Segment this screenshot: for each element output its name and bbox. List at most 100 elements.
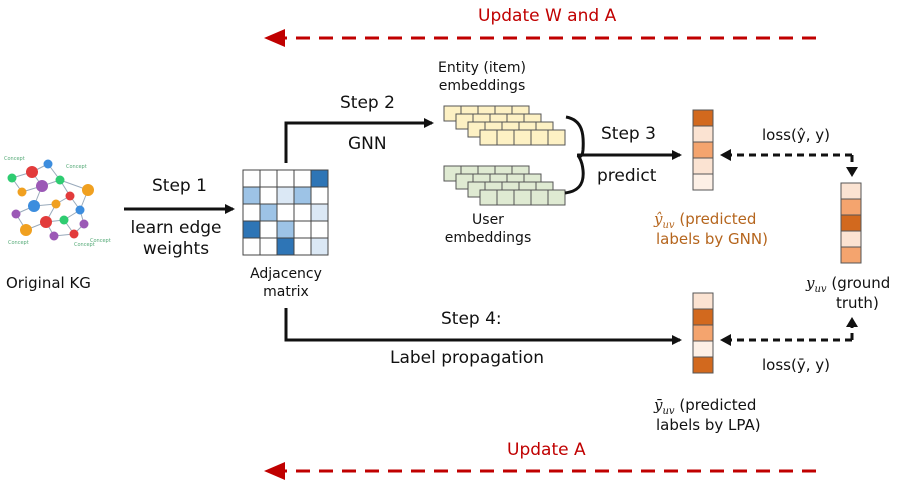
adjacency-label-line1: Adjacency [250,266,322,282]
step4-arrow [284,308,682,345]
kg-node [11,209,21,219]
step1-title: Step 1 [152,176,207,196]
step4-sub: Label propagation [390,348,545,368]
kg-node [75,205,85,215]
loss-lpa-label: loss(ȳ, y) [762,356,830,374]
step2-title: Step 2 [340,93,395,113]
matrix-cell [276,203,295,222]
entity-embedding-cell [479,129,498,146]
entity-embedding-cell [513,129,532,146]
matrix-cell [293,203,312,222]
step1-desc-line2: weights [142,239,210,259]
matrix-cell [259,237,278,256]
step2-sub: GNN [348,134,387,154]
kg-node [17,187,27,197]
kg-node-label: Concept [66,164,87,170]
matrix-cell [276,220,295,239]
entity-embedding-cell [547,129,566,146]
matrix-cell [310,186,329,205]
kg-node [55,175,65,185]
loss-lpa-arrow-up-head [846,317,858,327]
kg-node [43,159,53,169]
lpa-bar-cell [692,324,714,342]
lpa-bar-cell [692,356,714,374]
user-embedding-cell [496,189,515,206]
truth-line1: yuv (ground [806,274,890,295]
gnn-bar-cell [692,109,714,127]
kg-node [65,191,75,201]
entity-label-line1: Entity (item) [438,60,526,76]
kg-node-label: Concept [8,240,29,246]
kg-node-label: Concept [74,242,95,248]
kg-node [51,199,61,209]
matrix-cell [293,237,312,256]
gnn-bar-cell [692,141,714,159]
kg-node [59,215,69,225]
user-embedding-cell [547,189,566,206]
matrix-cell [310,169,329,188]
truth-text1: (ground [831,274,891,292]
gnn-pred-line1: ŷuv (predicted [654,210,756,231]
matrix-cell [293,169,312,188]
loss-gnn-label: loss(ŷ, y) [762,126,830,144]
gnn-pred-symbol: ŷ [654,210,663,228]
gnn-bar-cell [692,173,714,191]
truth-bar-cell [840,214,862,232]
matrix-cell [259,186,278,205]
lpa-bar-cell [692,340,714,358]
kg-node [82,184,94,196]
kg-node [40,216,52,228]
gnn-pred-line2: labels by GNN) [656,230,768,248]
loss-lpa-arrowhead [720,334,731,346]
update-w-and-a-arrowhead [264,29,285,47]
matrix-cell [242,186,261,205]
kg-node [20,224,32,236]
lpa-prediction-bar [692,292,714,374]
entity-embeddings [443,105,566,146]
truth-bar-cell [840,246,862,264]
step3-brace [564,115,585,195]
matrix-cell [310,203,329,222]
matrix-cell [242,169,261,188]
kg-node [79,219,89,229]
truth-subscript: uv [814,284,827,295]
ground-truth-bar [840,182,862,264]
lpa-bar-cell [692,292,714,310]
step2-arrow [284,118,434,163]
matrix-cell [259,220,278,239]
matrix-cell [242,237,261,256]
matrix-cell [276,237,295,256]
matrix-cell [293,220,312,239]
matrix-cell [293,186,312,205]
gnn-pred-text1: (predicted [679,210,757,228]
adjacency-matrix [242,169,329,256]
truth-bar-cell [840,182,862,200]
gnn-bar-cell [692,125,714,143]
truth-symbol: y [806,274,815,292]
user-label-line2: embeddings [444,230,532,246]
entity-label-line2: embeddings [438,78,526,94]
user-embedding-cell [513,189,532,206]
gnn-pred-subscript: uv [662,220,675,231]
gnn-prediction-bar [692,109,714,191]
entity-embedding-cell [496,129,515,146]
loss-gnn-arrow-down-head [846,167,858,177]
lpa-pred-line1: ȳuv (predicted [654,396,756,417]
user-embeddings [443,165,566,206]
kg-node [26,166,38,178]
lpa-pred-line2: labels by LPA) [656,416,761,434]
step4-title: Step 4: [441,309,502,329]
entity-embedding-cell [530,129,549,146]
user-embedding-cell [479,189,498,206]
kg-node [49,231,59,241]
step3-sub: predict [597,166,657,186]
kg-node-label: Concept [4,156,25,162]
update-a-label: Update A [507,440,586,460]
update-w-and-a-label: Update W and A [478,6,617,26]
lpa-pred-text1: (predicted [679,396,757,414]
gnn-bar-cell [692,157,714,175]
matrix-cell [276,169,295,188]
loss-gnn-arrowhead [720,149,731,161]
lpa-pred-subscript: uv [662,406,675,417]
